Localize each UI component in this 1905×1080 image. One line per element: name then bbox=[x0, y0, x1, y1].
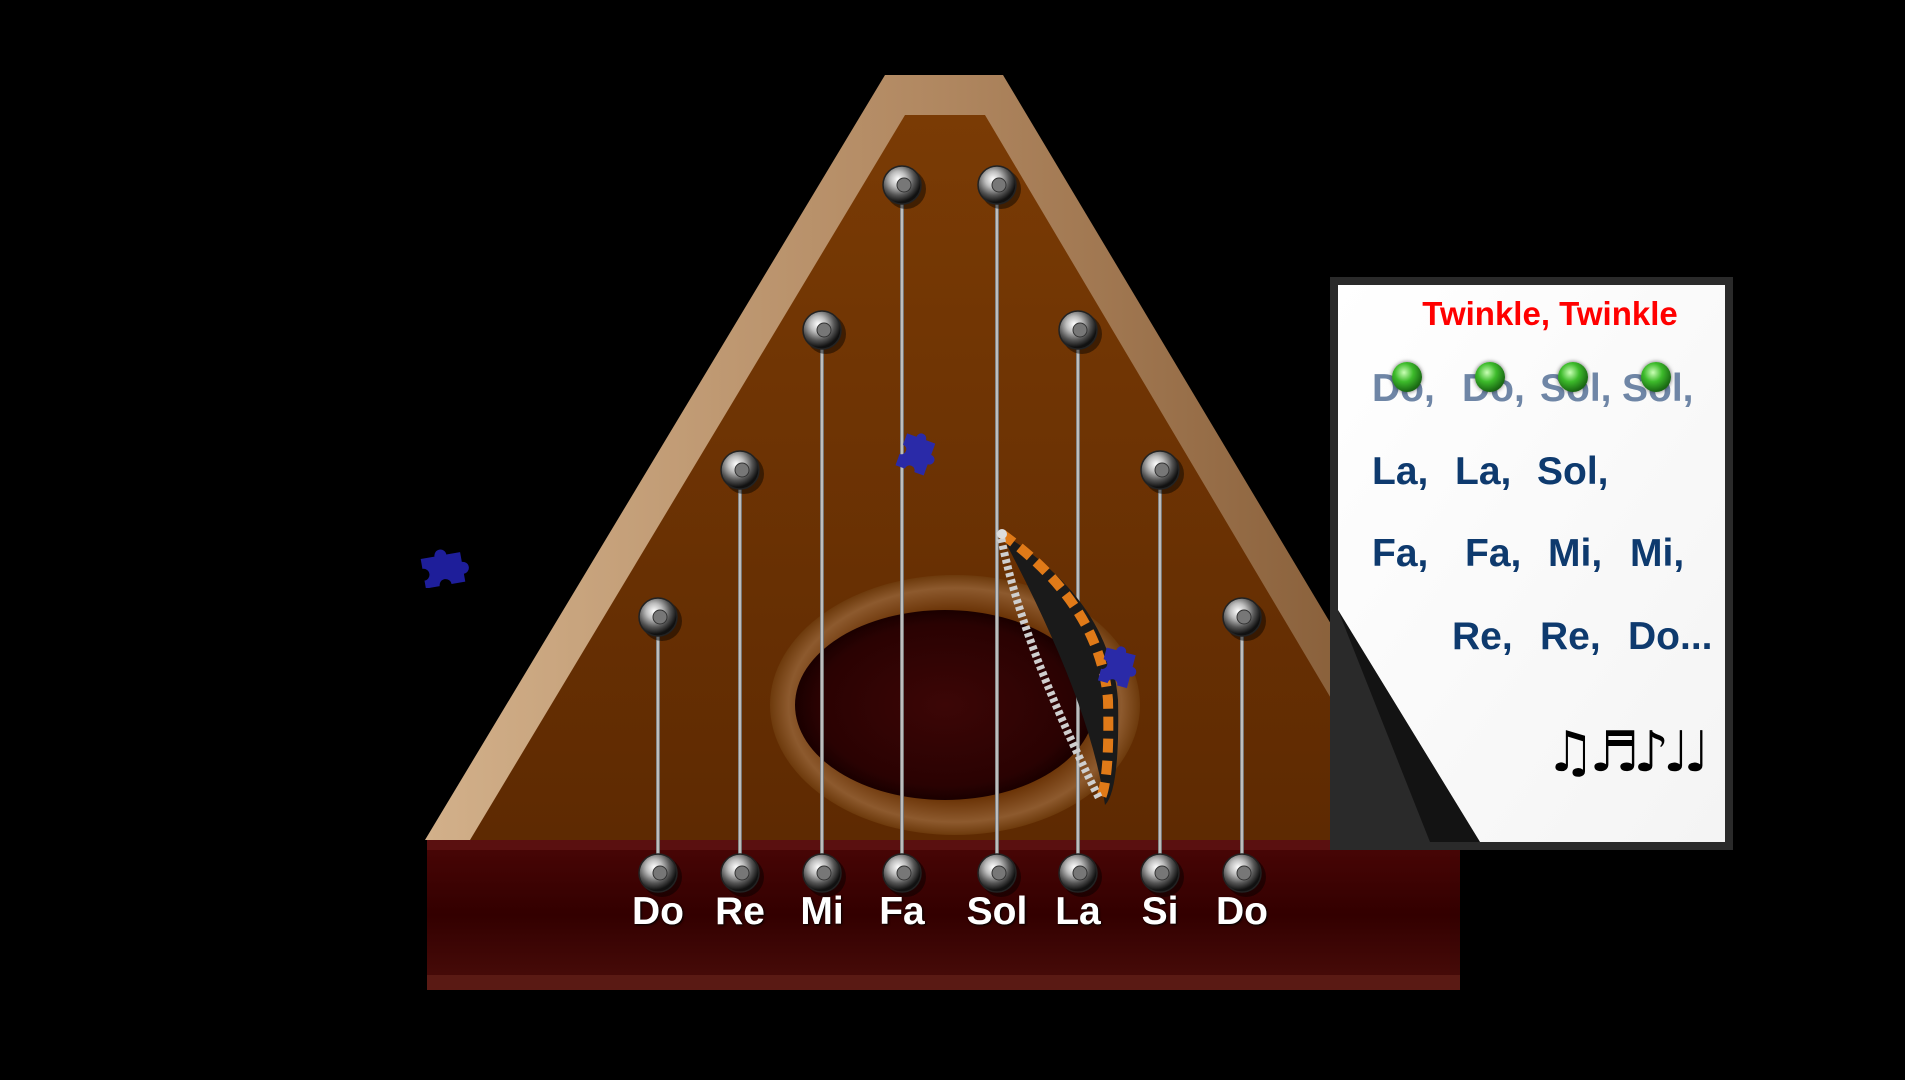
song-note: Sol, bbox=[1537, 450, 1609, 493]
string-do[interactable] bbox=[1240, 617, 1244, 873]
zither-base bbox=[427, 840, 1460, 990]
string-label: Do bbox=[1216, 890, 1268, 933]
string-pluck-area[interactable] bbox=[802, 582, 842, 622]
tuning-peg-icon bbox=[1058, 310, 1102, 354]
string-pluck-area[interactable] bbox=[1058, 582, 1098, 622]
progress-dot bbox=[1558, 362, 1588, 392]
tuning-peg-icon bbox=[1140, 853, 1184, 897]
string-pluck-area[interactable] bbox=[977, 509, 1017, 549]
string-pluck-area[interactable] bbox=[882, 509, 922, 549]
tuning-peg-icon bbox=[977, 853, 1021, 897]
song-note: Do... bbox=[1628, 615, 1713, 658]
progress-dot bbox=[1392, 362, 1422, 392]
tuning-peg-icon bbox=[638, 853, 682, 897]
music-notes-icon: ♫♬♪♩♩ bbox=[1545, 720, 1710, 785]
string-mi[interactable] bbox=[820, 330, 824, 873]
string-label: La bbox=[1055, 890, 1101, 933]
tuning-peg-icon bbox=[1140, 450, 1184, 494]
tuning-peg-icon bbox=[802, 853, 846, 897]
puzzle-piece-icon[interactable] bbox=[890, 433, 936, 489]
song-title: Twinkle, Twinkle bbox=[1422, 295, 1678, 332]
string-pluck-area[interactable] bbox=[720, 652, 760, 692]
puzzle-piece-icon[interactable] bbox=[418, 540, 482, 588]
string-label: Fa bbox=[879, 890, 925, 933]
string-pluck-area[interactable] bbox=[1140, 652, 1180, 692]
tuning-peg-icon bbox=[802, 310, 846, 354]
tuning-peg-icon bbox=[1058, 853, 1102, 897]
progress-dot bbox=[1475, 362, 1505, 392]
sound-hole bbox=[795, 610, 1095, 800]
song-note: Mi, bbox=[1630, 532, 1685, 575]
song-note: Mi, bbox=[1548, 532, 1603, 575]
pick-icon[interactable] bbox=[996, 529, 1119, 805]
tuning-peg-icon bbox=[720, 853, 764, 897]
tuning-peg-icon bbox=[882, 165, 926, 209]
string-si[interactable] bbox=[1158, 470, 1162, 873]
string-label: Si bbox=[1141, 890, 1179, 933]
string-sol[interactable] bbox=[995, 185, 999, 873]
base-bottom-edge bbox=[427, 975, 1460, 990]
string-label: Re bbox=[715, 890, 765, 933]
string-label: Sol bbox=[966, 890, 1028, 933]
base-top-edge bbox=[427, 840, 1460, 850]
pegs-layer bbox=[638, 165, 1266, 897]
string-do[interactable] bbox=[656, 617, 660, 873]
song-note: Re, bbox=[1540, 615, 1601, 658]
tuning-peg-icon bbox=[1222, 597, 1266, 641]
song-note: Fa, bbox=[1372, 532, 1429, 575]
string-label: Do bbox=[632, 890, 684, 933]
string-re[interactable] bbox=[738, 470, 742, 873]
song-note: Re, bbox=[1452, 615, 1513, 658]
song-note: La, bbox=[1372, 450, 1429, 493]
string-fa[interactable] bbox=[900, 185, 904, 873]
string-label: Mi bbox=[800, 890, 844, 933]
zither-soundboard bbox=[470, 115, 1415, 840]
tuning-peg-icon bbox=[720, 450, 764, 494]
tuning-peg-icon bbox=[1222, 853, 1266, 897]
song-note: Fa, bbox=[1465, 532, 1522, 575]
string-pluck-area[interactable] bbox=[638, 725, 678, 765]
progress-dot bbox=[1641, 362, 1671, 392]
tuning-peg-icon bbox=[882, 853, 926, 897]
string-pluck-area[interactable] bbox=[1222, 725, 1262, 765]
tuning-peg-icon bbox=[977, 165, 1021, 209]
puzzle-piece-icon[interactable] bbox=[1095, 645, 1139, 697]
tuning-peg-icon bbox=[638, 597, 682, 641]
song-note: La, bbox=[1455, 450, 1512, 493]
